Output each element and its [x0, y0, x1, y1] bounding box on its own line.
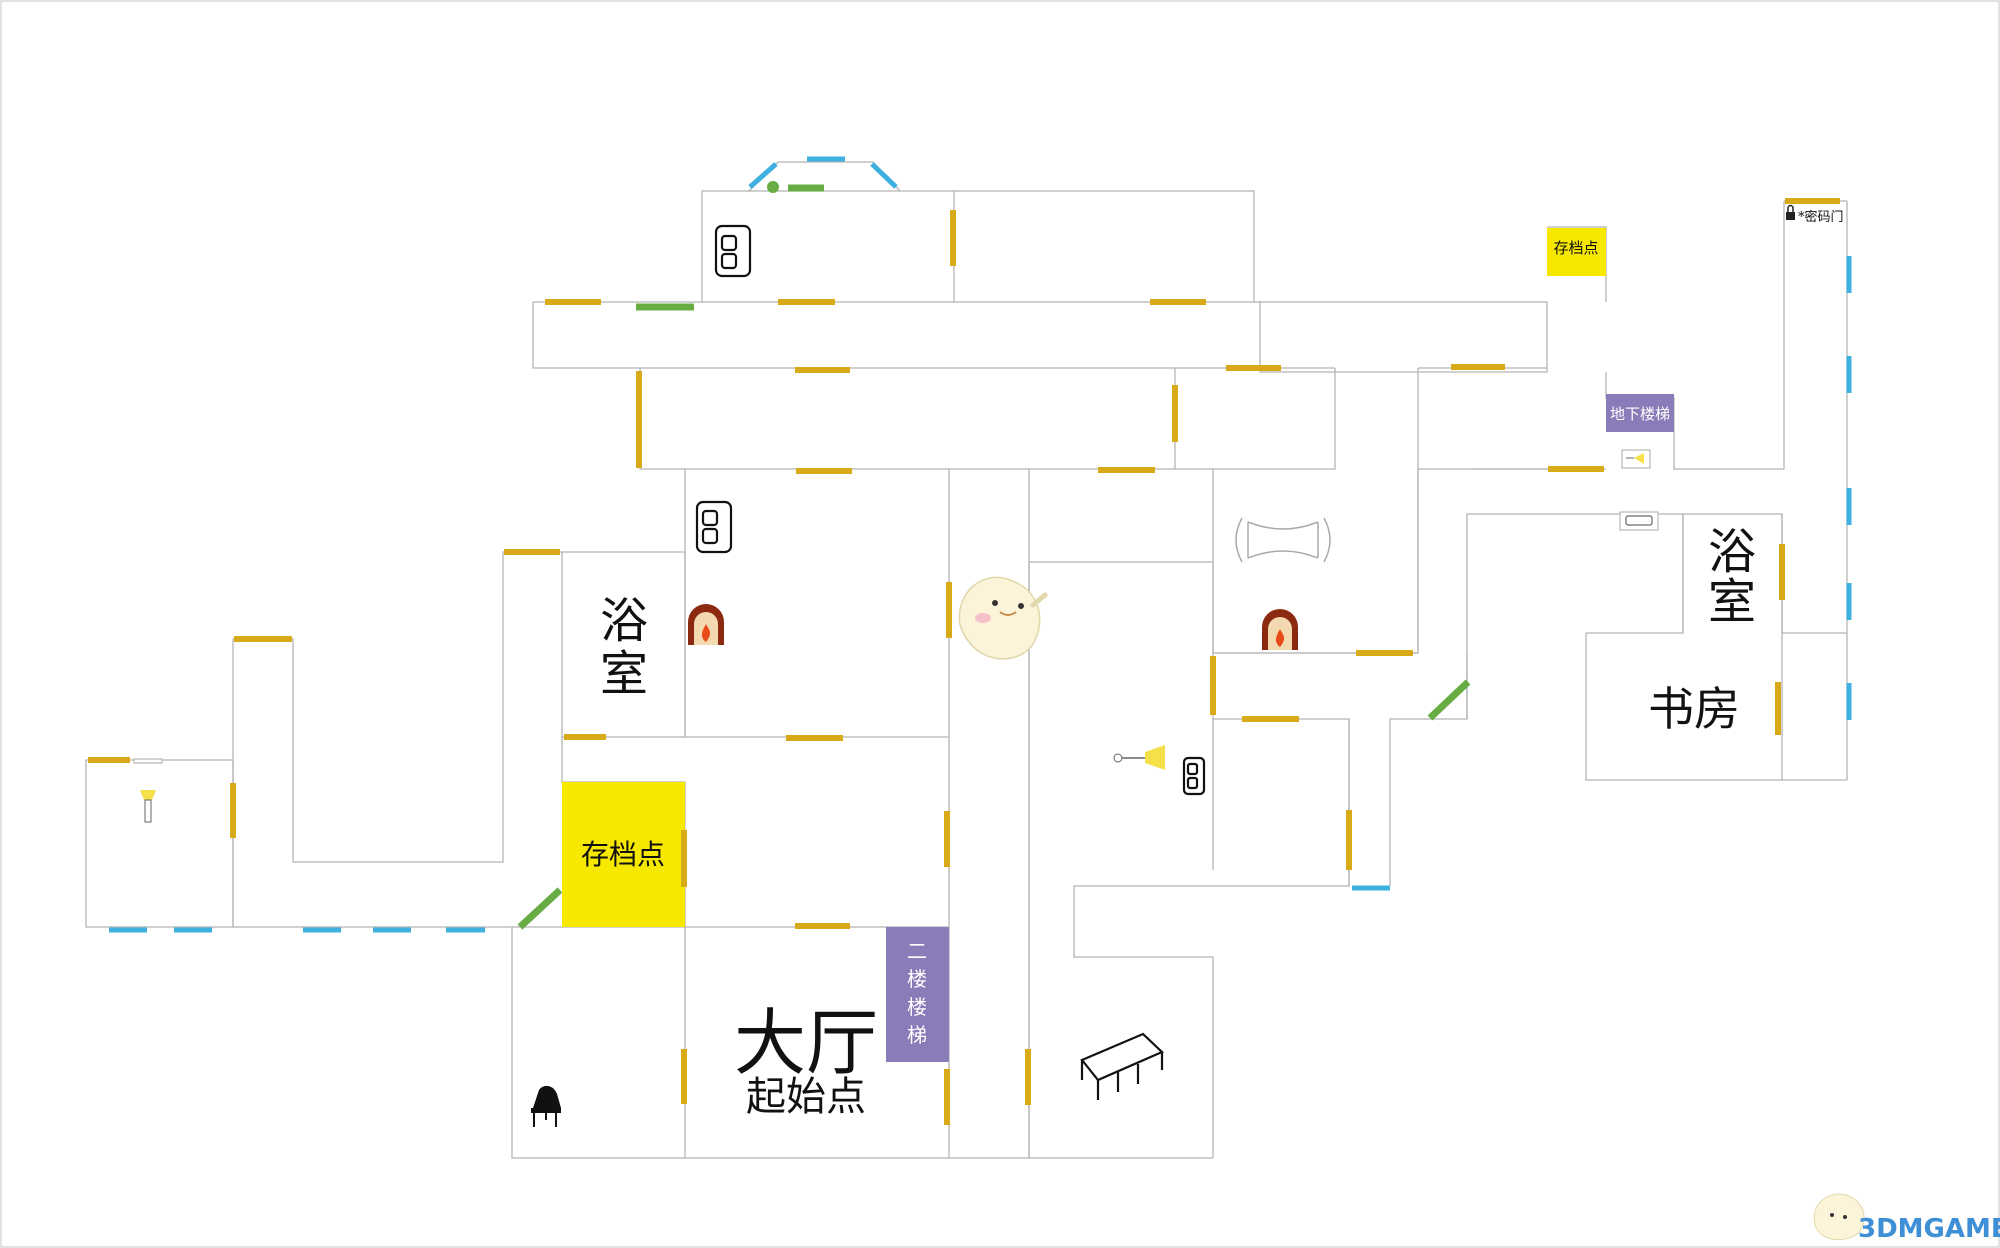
- bathroom-left-label: 浴 室: [600, 593, 648, 702]
- stairs-second-floor-label: 二 楼 楼 梯: [907, 939, 927, 1047]
- bathroom-right-label: 浴 室: [1708, 524, 1756, 630]
- sofa-icon: [1182, 756, 1206, 796]
- windows: [109, 156, 1852, 933]
- svg-text:楼: 楼: [907, 995, 927, 1019]
- svg-text:楼: 楼: [907, 967, 927, 991]
- password-door-label: *密码门: [1798, 209, 1844, 225]
- fireplace-icon: [1262, 609, 1298, 650]
- lock-icon: [1786, 204, 1795, 220]
- stairs-basement-label: 地下楼梯: [1610, 405, 1670, 423]
- save-point-main-label: 存档点: [581, 838, 665, 871]
- green-passages: [517, 184, 1471, 930]
- green-marker: [767, 181, 779, 193]
- lamp-icon: [1619, 511, 1659, 531]
- save-point-top[interactable]: [1547, 228, 1606, 276]
- stairs-basement[interactable]: [1606, 394, 1674, 432]
- svg-text:浴: 浴: [600, 593, 648, 649]
- ghost-mascot-icon: [958, 576, 1048, 660]
- svg-text:梯: 梯: [907, 1023, 927, 1047]
- piano-icon: [531, 1085, 561, 1127]
- table-icon: [1080, 1032, 1164, 1100]
- svg-text:浴: 浴: [1708, 524, 1756, 580]
- svg-text:二: 二: [907, 939, 927, 963]
- watermark-text: 3DMGAME: [1858, 1214, 2000, 1244]
- save-point-top-label: 存档点: [1553, 239, 1598, 257]
- bed-icon: [1235, 517, 1331, 563]
- svg-text:室: 室: [600, 646, 648, 702]
- stairs-second-floor[interactable]: [886, 927, 949, 1062]
- hall-sub-label: 起始点: [746, 1074, 866, 1120]
- sofa-icon: [695, 500, 733, 554]
- save-point-main[interactable]: [562, 782, 685, 927]
- study-label: 书房: [1648, 682, 1740, 736]
- sofa-icon: [714, 224, 752, 278]
- watermark-mascot-icon: [1813, 1193, 1865, 1241]
- lamp-icon: [1113, 745, 1165, 770]
- hall-label: 大厅: [734, 1001, 878, 1085]
- fireplace-icon: [688, 604, 724, 645]
- lamp-icon: [1621, 449, 1651, 469]
- lamp-icon: [133, 758, 163, 823]
- svg-text:室: 室: [1708, 574, 1756, 630]
